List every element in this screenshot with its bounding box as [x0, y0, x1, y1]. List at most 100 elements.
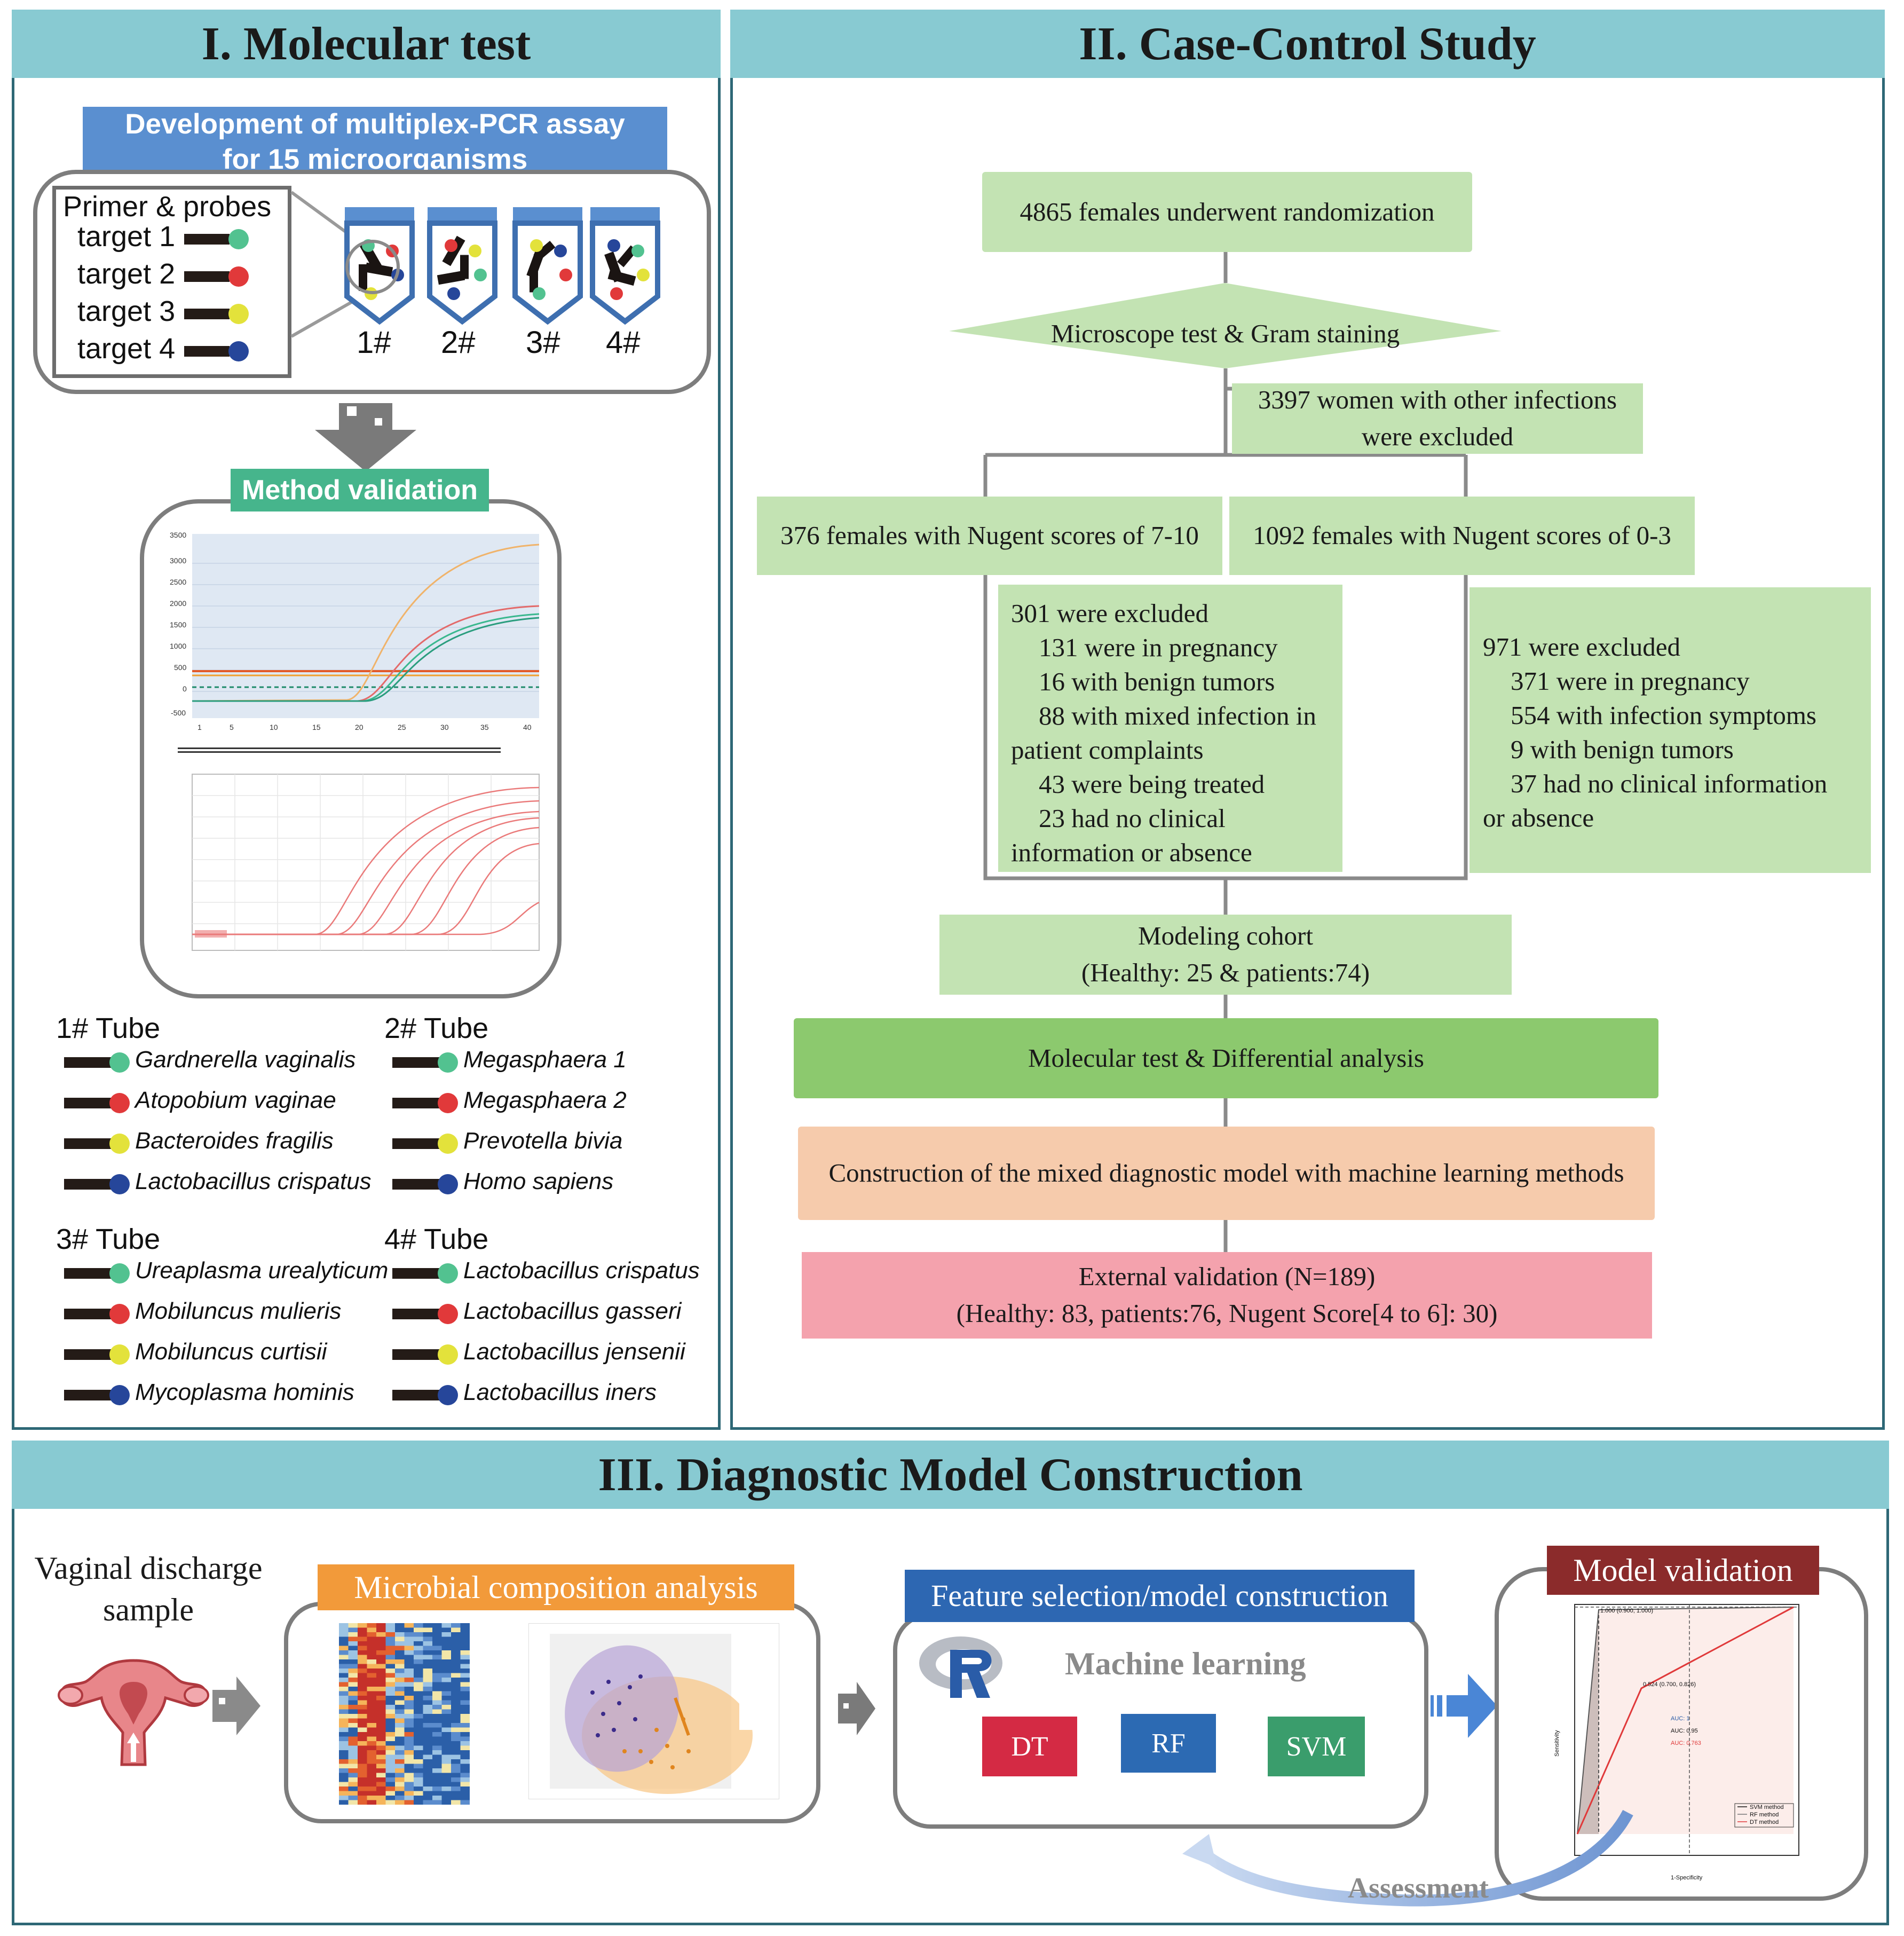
heatmap-cell [451, 1650, 461, 1655]
heatmap-cell [404, 1664, 414, 1669]
heatmap-cell [348, 1745, 358, 1751]
svg-text:20: 20 [355, 723, 364, 731]
primer-bar [392, 1098, 439, 1108]
heatmap-cell [441, 1773, 452, 1778]
heatmap-cell [395, 1782, 405, 1787]
heatmap-cell [385, 1669, 396, 1673]
heatmap-cell [348, 1646, 358, 1651]
heatmap-cell [385, 1646, 396, 1651]
heatmap-cell [451, 1796, 461, 1800]
heatmap-cell [385, 1759, 396, 1764]
roc-point-label-2: 0.524 (0.700, 0.826) [1643, 1681, 1696, 1688]
heatmap-cell [367, 1650, 377, 1655]
ml-method-rf: RF [1121, 1714, 1216, 1773]
heatmap-cell [441, 1691, 452, 1696]
heatmap-cell [339, 1791, 349, 1796]
heatmap-cell [358, 1705, 367, 1710]
heatmap-cell [414, 1723, 423, 1728]
sample-label: Vaginal discharge sample [20, 1547, 276, 1631]
heatmap-cell [348, 1669, 358, 1673]
exclusion-line: 554 with infection symptoms [1511, 701, 1816, 730]
heatmap-cell [404, 1641, 414, 1646]
heatmap-cell [339, 1700, 349, 1705]
heatmap-cell [395, 1759, 405, 1764]
primer-bar [64, 1268, 111, 1279]
heatmap-cell [367, 1687, 377, 1691]
heatmap-cell [339, 1687, 349, 1691]
heatmap-cell [367, 1623, 377, 1628]
heatmap-cell [367, 1745, 377, 1751]
probe-dot [637, 269, 650, 281]
heatmap-cell [395, 1691, 405, 1696]
heatmap-cell [395, 1636, 405, 1642]
tube-cap [428, 207, 497, 221]
heatmap-cell [432, 1705, 442, 1710]
heatmap-cell [414, 1691, 423, 1696]
heatmap-cell [358, 1723, 367, 1728]
probe-dot [228, 229, 249, 249]
heatmap-cell [441, 1727, 452, 1733]
heatmap-cell [432, 1664, 442, 1669]
feature-selection-title: Feature selection/model construction [905, 1570, 1415, 1622]
heatmap-cell [367, 1646, 377, 1651]
heatmap-cell [423, 1691, 433, 1696]
heatmap-cell [423, 1659, 433, 1664]
heatmap-cell [414, 1727, 423, 1733]
svg-text:3500: 3500 [170, 531, 186, 539]
svg-text:1000: 1000 [170, 642, 186, 650]
heatmap-cell [385, 1787, 396, 1791]
heatmap-cell [367, 1782, 377, 1787]
heatmap-cell [395, 1632, 405, 1637]
heatmap-cell [414, 1636, 423, 1642]
heatmap-cell [376, 1714, 386, 1719]
heatmap-cell [423, 1759, 433, 1764]
heatmap-cell [395, 1787, 405, 1791]
heatmap-cell [404, 1650, 414, 1655]
external-validation-line1: External validation (N=189) [1078, 1262, 1376, 1292]
heatmap-cell [395, 1754, 405, 1760]
heatmap-cell [460, 1754, 470, 1760]
heatmap-cell [376, 1764, 386, 1769]
heatmap-cell [385, 1718, 396, 1723]
heatmap-cell [460, 1632, 470, 1637]
heatmap-cell [441, 1673, 452, 1678]
exclusion-line: 9 with benign tumors [1511, 735, 1734, 764]
heatmap-cell [339, 1627, 349, 1633]
probe-dot [228, 304, 249, 324]
heatmap-cell [414, 1773, 423, 1778]
heatmap-cell [385, 1750, 396, 1755]
heatmap-cell [395, 1727, 405, 1733]
heatmap-cell [441, 1659, 452, 1664]
svg-text:1: 1 [197, 723, 202, 731]
heatmap-cell [423, 1705, 433, 1710]
heatmap-cell [348, 1673, 358, 1678]
heatmap-cell [441, 1732, 452, 1737]
heatmap-cell [385, 1682, 396, 1687]
heatmap-cell [460, 1669, 470, 1673]
heatmap-cell [451, 1664, 461, 1669]
heatmap-cell [414, 1705, 423, 1710]
heatmap-cell [395, 1650, 405, 1655]
primer-bar [392, 1179, 439, 1190]
heatmap-cell [423, 1754, 433, 1760]
heatmap-cell [358, 1714, 367, 1719]
heatmap-cell [432, 1782, 442, 1787]
probe-dot [559, 269, 572, 281]
heatmap-cell [367, 1691, 377, 1696]
heatmap-cell [339, 1682, 349, 1687]
heatmap-cell [423, 1714, 433, 1719]
heatmap-cell [376, 1682, 386, 1687]
heatmap-cell [348, 1691, 358, 1696]
heatmap-cell [451, 1691, 461, 1696]
primer-fragment [359, 264, 367, 291]
heatmap-cell [451, 1773, 461, 1778]
heatmap-cell [385, 1754, 396, 1760]
heatmap-cell [376, 1745, 386, 1751]
heatmap-cell [339, 1754, 349, 1760]
heatmap-cell [367, 1759, 377, 1764]
heatmap-cell [358, 1664, 367, 1669]
heatmap-cell [367, 1787, 377, 1791]
heatmap-cell [451, 1736, 461, 1742]
tube-cap [345, 207, 414, 221]
heatmap-cell [376, 1777, 386, 1782]
